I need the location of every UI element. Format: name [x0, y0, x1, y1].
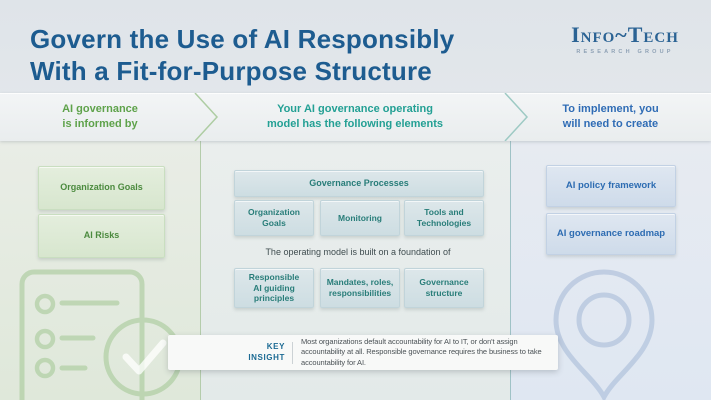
- key-insight-text: Most organizations default accountabilit…: [301, 336, 542, 367]
- ai-policy-framework-box: AI policy framework: [546, 165, 676, 207]
- key-insight-panel: KEY INSIGHT Most organizations default a…: [168, 335, 558, 370]
- divider-line-right: [510, 141, 511, 400]
- ai-risks-box: AI Risks: [38, 214, 165, 258]
- organization-goals-element-box: Organization Goals: [234, 200, 314, 236]
- ai-governance-roadmap-box: AI governance roadmap: [546, 213, 676, 255]
- chevron-right-icon: [504, 93, 529, 141]
- key-insight-separator: [292, 341, 293, 364]
- governance-processes-box: Governance Processes: [234, 170, 484, 197]
- logo-name: Info~Tech: [571, 22, 679, 47]
- infotech-logo: Info~Tech RESEARCH GROUP: [561, 22, 689, 56]
- page-title: Govern the Use of AI Responsibly With a …: [30, 24, 455, 86]
- monitoring-box: Monitoring: [320, 200, 400, 236]
- logo-subtitle: RESEARCH GROUP: [576, 49, 674, 55]
- tools-technologies-box: Tools and Technologies: [404, 200, 484, 236]
- key-insight-label: KEY INSIGHT: [248, 341, 285, 362]
- column-header-right: To implement, you will need to create: [562, 103, 659, 130]
- column-header-middle: Your AI governance operating model has t…: [266, 103, 444, 130]
- divider-line-left: [200, 141, 201, 400]
- column-header-left: AI governance is informed by: [62, 103, 138, 130]
- governance-structure-box: Governance structure: [404, 268, 484, 308]
- foundation-label: The operating model is built on a founda…: [265, 247, 451, 257]
- header-band: AI governance is informed by Your AI gov…: [0, 93, 711, 141]
- responsible-ai-principles-box: Responsible AI guiding principles: [234, 268, 314, 308]
- organization-goals-input-box: Organization Goals: [38, 166, 165, 210]
- chevron-right-icon: [194, 93, 219, 141]
- mandates-roles-box: Mandates, roles, responsibilities: [320, 268, 400, 308]
